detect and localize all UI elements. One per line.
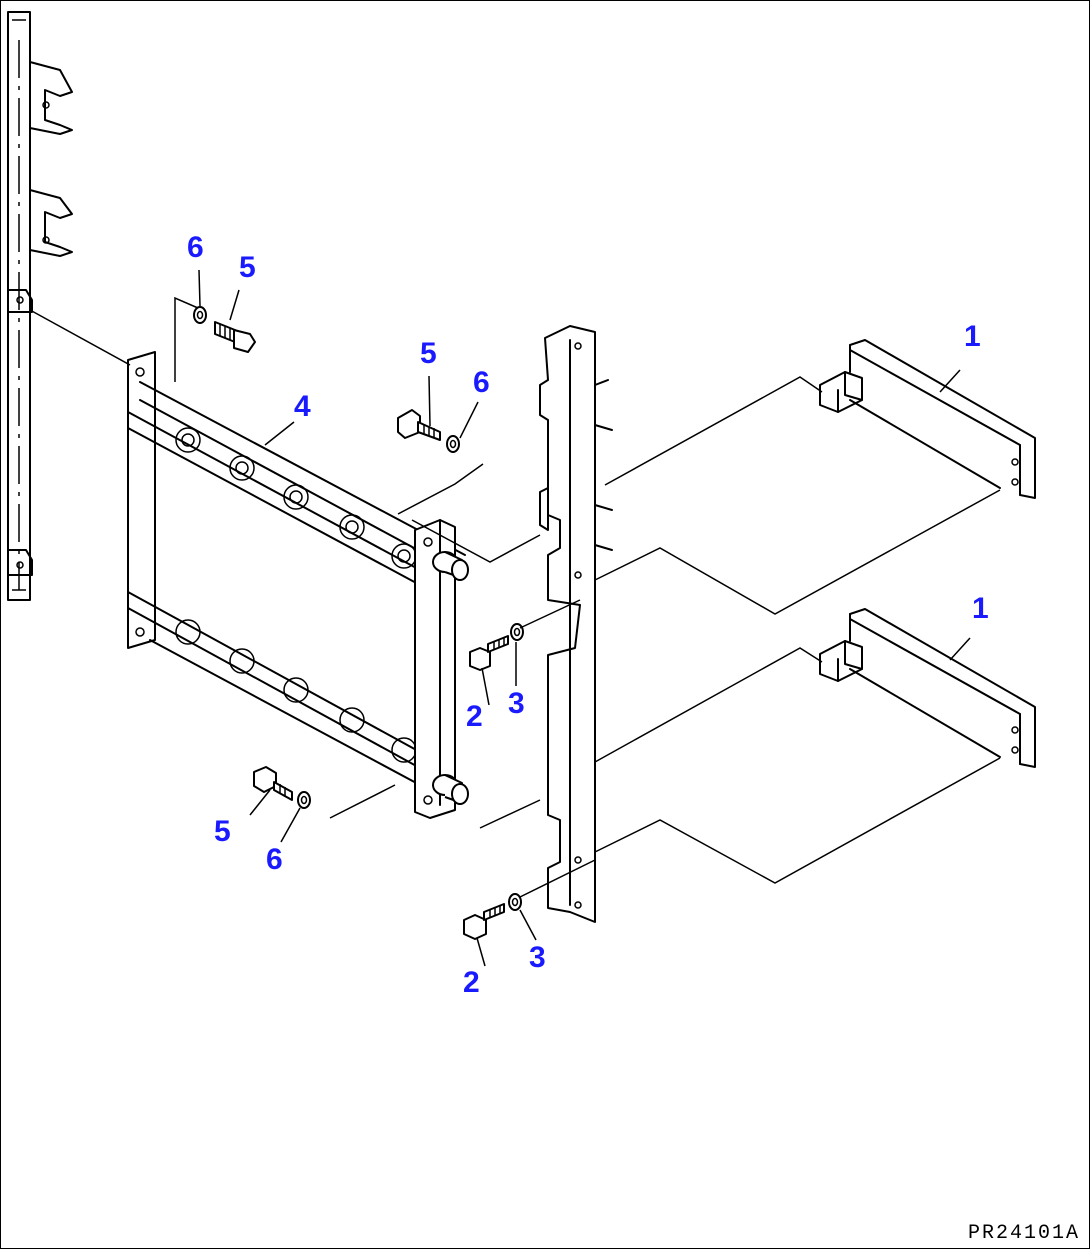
callout-4: 4 [294,390,311,423]
callout-6-top-center: 6 [473,366,490,399]
callout-5-lower-left: 5 [214,815,231,848]
callout-1-upper: 1 [964,320,981,353]
bolt-2-lower [463,903,505,940]
lower-support-channel [819,608,1036,768]
washer-6-top-center [446,435,460,453]
callout-6-lower-left: 6 [266,843,283,876]
callout-2-lower: 2 [463,966,480,999]
callout-5-top-left: 5 [239,251,256,284]
washer-6-top-left [193,306,207,324]
callout-1-lower: 1 [972,592,989,625]
callout-2-upper: 2 [466,700,483,733]
oil-cooler-core [127,351,469,819]
callout-3-upper: 3 [508,687,525,720]
bolt-5-top-left [214,321,256,353]
left-frame-rail [7,11,73,601]
callout-3-lower: 3 [529,941,546,974]
washer-6-lower-left [297,791,311,809]
upper-support-channel [819,339,1036,499]
assembly-lines [29,296,1001,898]
callout-leaders [198,269,971,967]
drawing-code: PR24101A [967,1222,1080,1245]
callout-6-top-left: 6 [187,231,204,264]
mounting-bracket [539,325,613,923]
washer-3-lower [508,893,522,911]
bolt-5-lower-left [253,766,293,801]
bolt-5-top-center [397,409,441,441]
bolt-2-upper [469,635,509,671]
callout-5-top-center: 5 [420,337,437,370]
washer-3-upper [510,623,524,641]
